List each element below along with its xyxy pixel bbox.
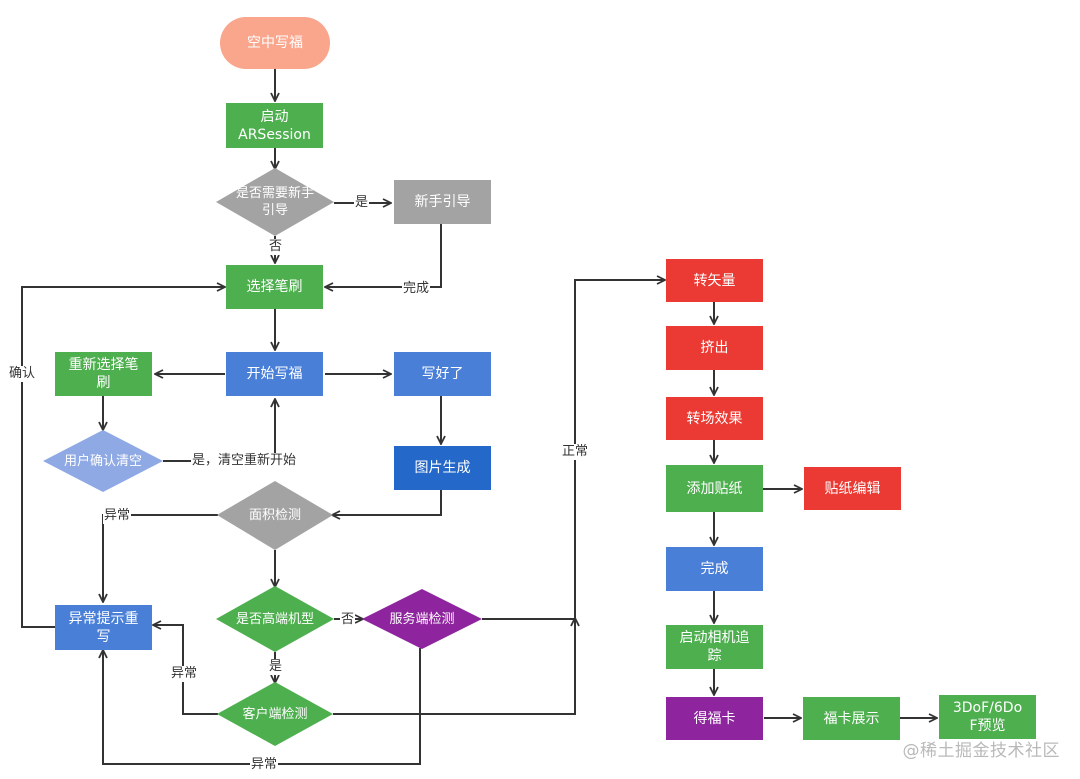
start-camera-tracking-node: 启动相机追 踪 [666,625,763,669]
need-guide-label: 是否需要新手 引导 [235,186,314,218]
start-arsession-node: 启动 ARSession [226,103,323,148]
image-generated-node: 图片生成 [394,446,491,490]
decision-is-high-end [216,586,334,652]
decision-area-check [217,481,333,550]
edge-new-guide-to-select-brush [326,224,442,287]
decision-need-guide [216,168,334,236]
select-brush-node: 选择笔刷 [226,265,323,309]
edge-error-to-select-brush [21,287,224,628]
server-check-label: 服务端检测 [389,611,455,627]
add-sticker-node: 添加贴纸 [666,465,763,512]
written-node: 写好了 [394,352,491,396]
edge-image-to-area-check [333,490,442,515]
start-writing-node: 开始写福 [226,352,323,396]
user-confirm-clear-label: 用户确认清空 [63,453,142,469]
edge-label-server-abnormal: 异常 [250,757,279,773]
edge-label-yes-guide: 是 [354,195,370,211]
decision-server-check [362,589,482,649]
edge-area-check-to-error [103,514,218,601]
edge-label-area-abnormal: 异常 [103,508,132,524]
transition-effect-node: 转场效果 [666,397,763,440]
edge-label-no-guide: 否 [268,239,284,255]
area-check-label: 面积检测 [248,507,301,523]
edge-confirm-to-start-writing [163,400,275,462]
edge-label-yes-high-end: 是 [268,659,284,675]
extrude-node: 挤出 [666,326,763,370]
edge-label-normal: 正常 [561,444,590,460]
is-high-end-label: 是否高端机型 [235,611,314,627]
reselect-brush-node: 重新选择笔 刷 [55,352,152,396]
decision-client-check [217,682,333,746]
sticker-edit-node: 贴纸编辑 [804,467,901,510]
edge-label-yes-clear-restart: 是，清空重新开始 [191,453,298,469]
edge-label-no-high-end: 否 [340,612,356,628]
new-guide-node: 新手引导 [394,180,491,224]
error-rewrite-node: 异常提示重 写 [55,605,152,650]
edge-label-client-abnormal: 异常 [170,666,199,682]
start-node: 空中写福 [220,17,330,69]
client-check-label: 客户端检测 [242,706,308,722]
preview-3dof-node: 3DoF/6Do F预览 [939,695,1036,739]
watermark: @稀土掘金技术社区 [902,741,1060,761]
done-node: 完成 [666,547,763,591]
decision-user-confirm-clear [43,430,163,492]
to-vector-node: 转矢量 [666,259,763,302]
edge-client-to-vector [333,619,575,715]
edge-label-confirm: 确认 [8,366,37,382]
edge-label-guide-done: 完成 [402,281,431,297]
fu-card-display-node: 福卡展示 [803,697,900,740]
get-fu-card-node: 得福卡 [666,697,763,740]
